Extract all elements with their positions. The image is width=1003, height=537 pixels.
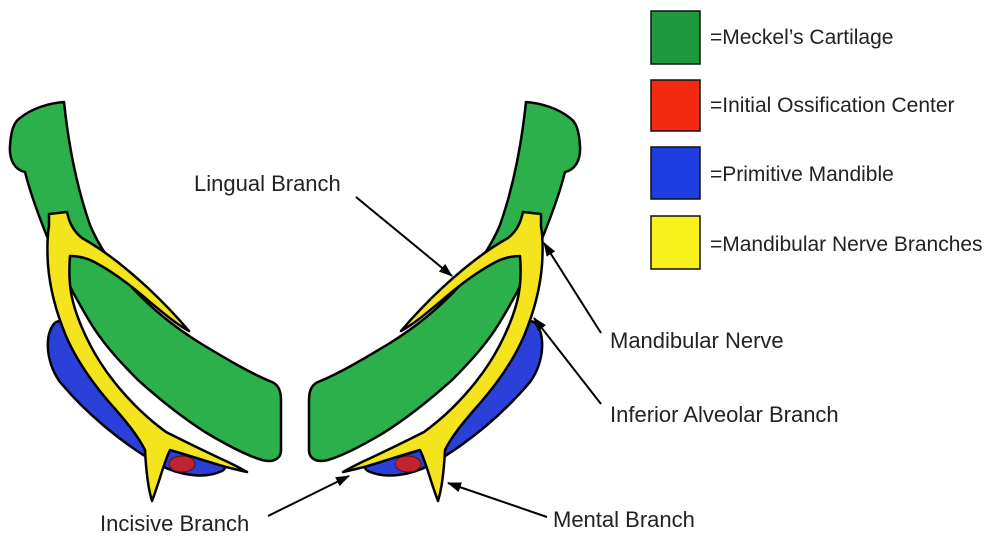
legend-swatch-primitive-mandible [651, 147, 700, 199]
label-incisive-branch: Incisive Branch [100, 511, 249, 536]
label-mandibular-nerve: Mandibular Nerve [610, 328, 784, 353]
mandibular-nerve-arrow [544, 243, 601, 333]
lingual-branch-arrow [356, 197, 452, 276]
left-ossification-center [169, 456, 195, 472]
legend: =Meckel’s Cartilage =Initial Ossificatio… [651, 11, 983, 269]
left-mandible-half [10, 102, 281, 501]
legend-swatch-meckels-cartilage [651, 11, 700, 64]
legend-label-primitive-mandible: =Primitive Mandible [710, 163, 894, 186]
label-mental-branch: Mental Branch [553, 507, 695, 532]
label-inferior-alveolar-branch: Inferior Alveolar Branch [610, 402, 839, 427]
legend-swatch-mandibular-nerve-branches [651, 216, 700, 269]
label-lingual-branch: Lingual Branch [194, 171, 341, 196]
legend-swatch-initial-ossification-center [651, 80, 700, 131]
legend-label-meckels-cartilage: =Meckel’s Cartilage [710, 26, 893, 49]
legend-label-initial-ossification-center: =Initial Ossification Center [710, 94, 955, 117]
right-mandible-half [309, 102, 580, 501]
mental-branch-arrow [448, 483, 547, 517]
legend-label-mandibular-nerve-branches: =Mandibular Nerve Branches [710, 233, 983, 256]
right-ossification-center [395, 456, 421, 472]
incisive-branch-arrow [268, 476, 349, 516]
inferior-alveolar-branch-arrow [534, 318, 601, 404]
